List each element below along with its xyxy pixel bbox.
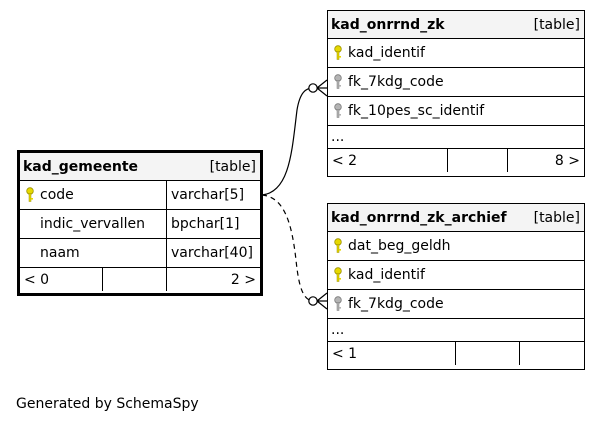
table-header: kad_onrrnd_zk [table] <box>328 11 584 39</box>
edge-archief-optional-marker <box>308 296 318 306</box>
column-row[interactable]: kad_identif <box>328 39 584 68</box>
table-kind: [table] <box>533 209 580 226</box>
primary-key-icon <box>328 267 348 283</box>
table-footer: < 2 8 > <box>328 149 584 172</box>
generated-by-caption: Generated by SchemaSpy <box>16 396 199 412</box>
column-row[interactable]: naam varchar[40] <box>20 239 260 268</box>
child-count[interactable]: 8 > <box>507 149 584 172</box>
column-type: bpchar[1] <box>166 210 260 238</box>
column-name: kad_identif <box>348 267 425 283</box>
column-row[interactable]: fk_7kdg_code <box>328 68 584 97</box>
parent-count[interactable]: < 0 <box>24 271 50 288</box>
more-columns[interactable]: ... <box>328 126 584 149</box>
table-name: kad_onrrnd_zk_archief <box>331 209 507 226</box>
column-row[interactable]: code varchar[5] <box>20 181 260 210</box>
table-header: kad_onrrnd_zk_archief [table] <box>328 204 584 232</box>
table-name: kad_onrrnd_zk <box>331 16 445 33</box>
edge-archief-crowfoot <box>316 292 328 310</box>
column-row[interactable]: fk_7kdg_code <box>328 290 584 319</box>
edge-onrrnd-optional-marker <box>308 83 318 93</box>
column-name: indic_vervallen <box>40 216 146 232</box>
primary-key-icon <box>328 238 348 254</box>
foreign-key-icon <box>328 296 348 312</box>
table-kind: [table] <box>209 158 256 175</box>
parent-count[interactable]: < 2 <box>332 152 358 169</box>
more-columns[interactable]: ... <box>328 319 584 342</box>
column-row[interactable]: kad_identif <box>328 261 584 290</box>
foreign-key-icon <box>328 74 348 90</box>
table-kad-onrrnd-zk-archief[interactable]: kad_onrrnd_zk_archief [table] dat_beg_ge… <box>327 203 585 370</box>
column-type: varchar[40] <box>166 239 260 267</box>
foreign-key-icon <box>328 103 348 119</box>
edge-onrrnd-to-gemeente <box>261 87 314 196</box>
table-header: kad_gemeente [table] <box>20 153 260 181</box>
table-kad-onrrnd-zk[interactable]: kad_onrrnd_zk [table] kad_identif fk_7kd… <box>327 10 585 177</box>
table-name: kad_gemeente <box>23 158 139 175</box>
parent-count[interactable]: < 1 <box>332 345 358 362</box>
column-name: fk_10pes_sc_identif <box>348 103 485 119</box>
column-row[interactable]: indic_vervallen bpchar[1] <box>20 210 260 239</box>
primary-key-icon <box>328 45 348 61</box>
column-name: naam <box>40 245 80 261</box>
table-kind: [table] <box>533 16 580 33</box>
column-name: kad_identif <box>348 45 425 61</box>
table-kad-gemeente[interactable]: kad_gemeente [table] code varchar[5] ind… <box>17 150 263 296</box>
column-name: fk_7kdg_code <box>348 296 444 312</box>
child-count[interactable]: 2 > <box>166 268 260 291</box>
column-row[interactable]: fk_10pes_sc_identif <box>328 97 584 126</box>
table-footer: < 1 <box>328 342 584 365</box>
edge-onrrnd-crowfoot <box>316 79 328 97</box>
column-type: varchar[5] <box>166 181 260 209</box>
edge-archief-to-gemeente <box>261 194 314 302</box>
child-count <box>519 342 584 365</box>
primary-key-icon <box>20 187 40 203</box>
column-name: dat_beg_geldh <box>348 238 451 254</box>
table-footer: < 0 2 > <box>20 268 260 291</box>
column-row[interactable]: dat_beg_geldh <box>328 232 584 261</box>
column-name: fk_7kdg_code <box>348 74 444 90</box>
column-name: code <box>40 187 74 203</box>
